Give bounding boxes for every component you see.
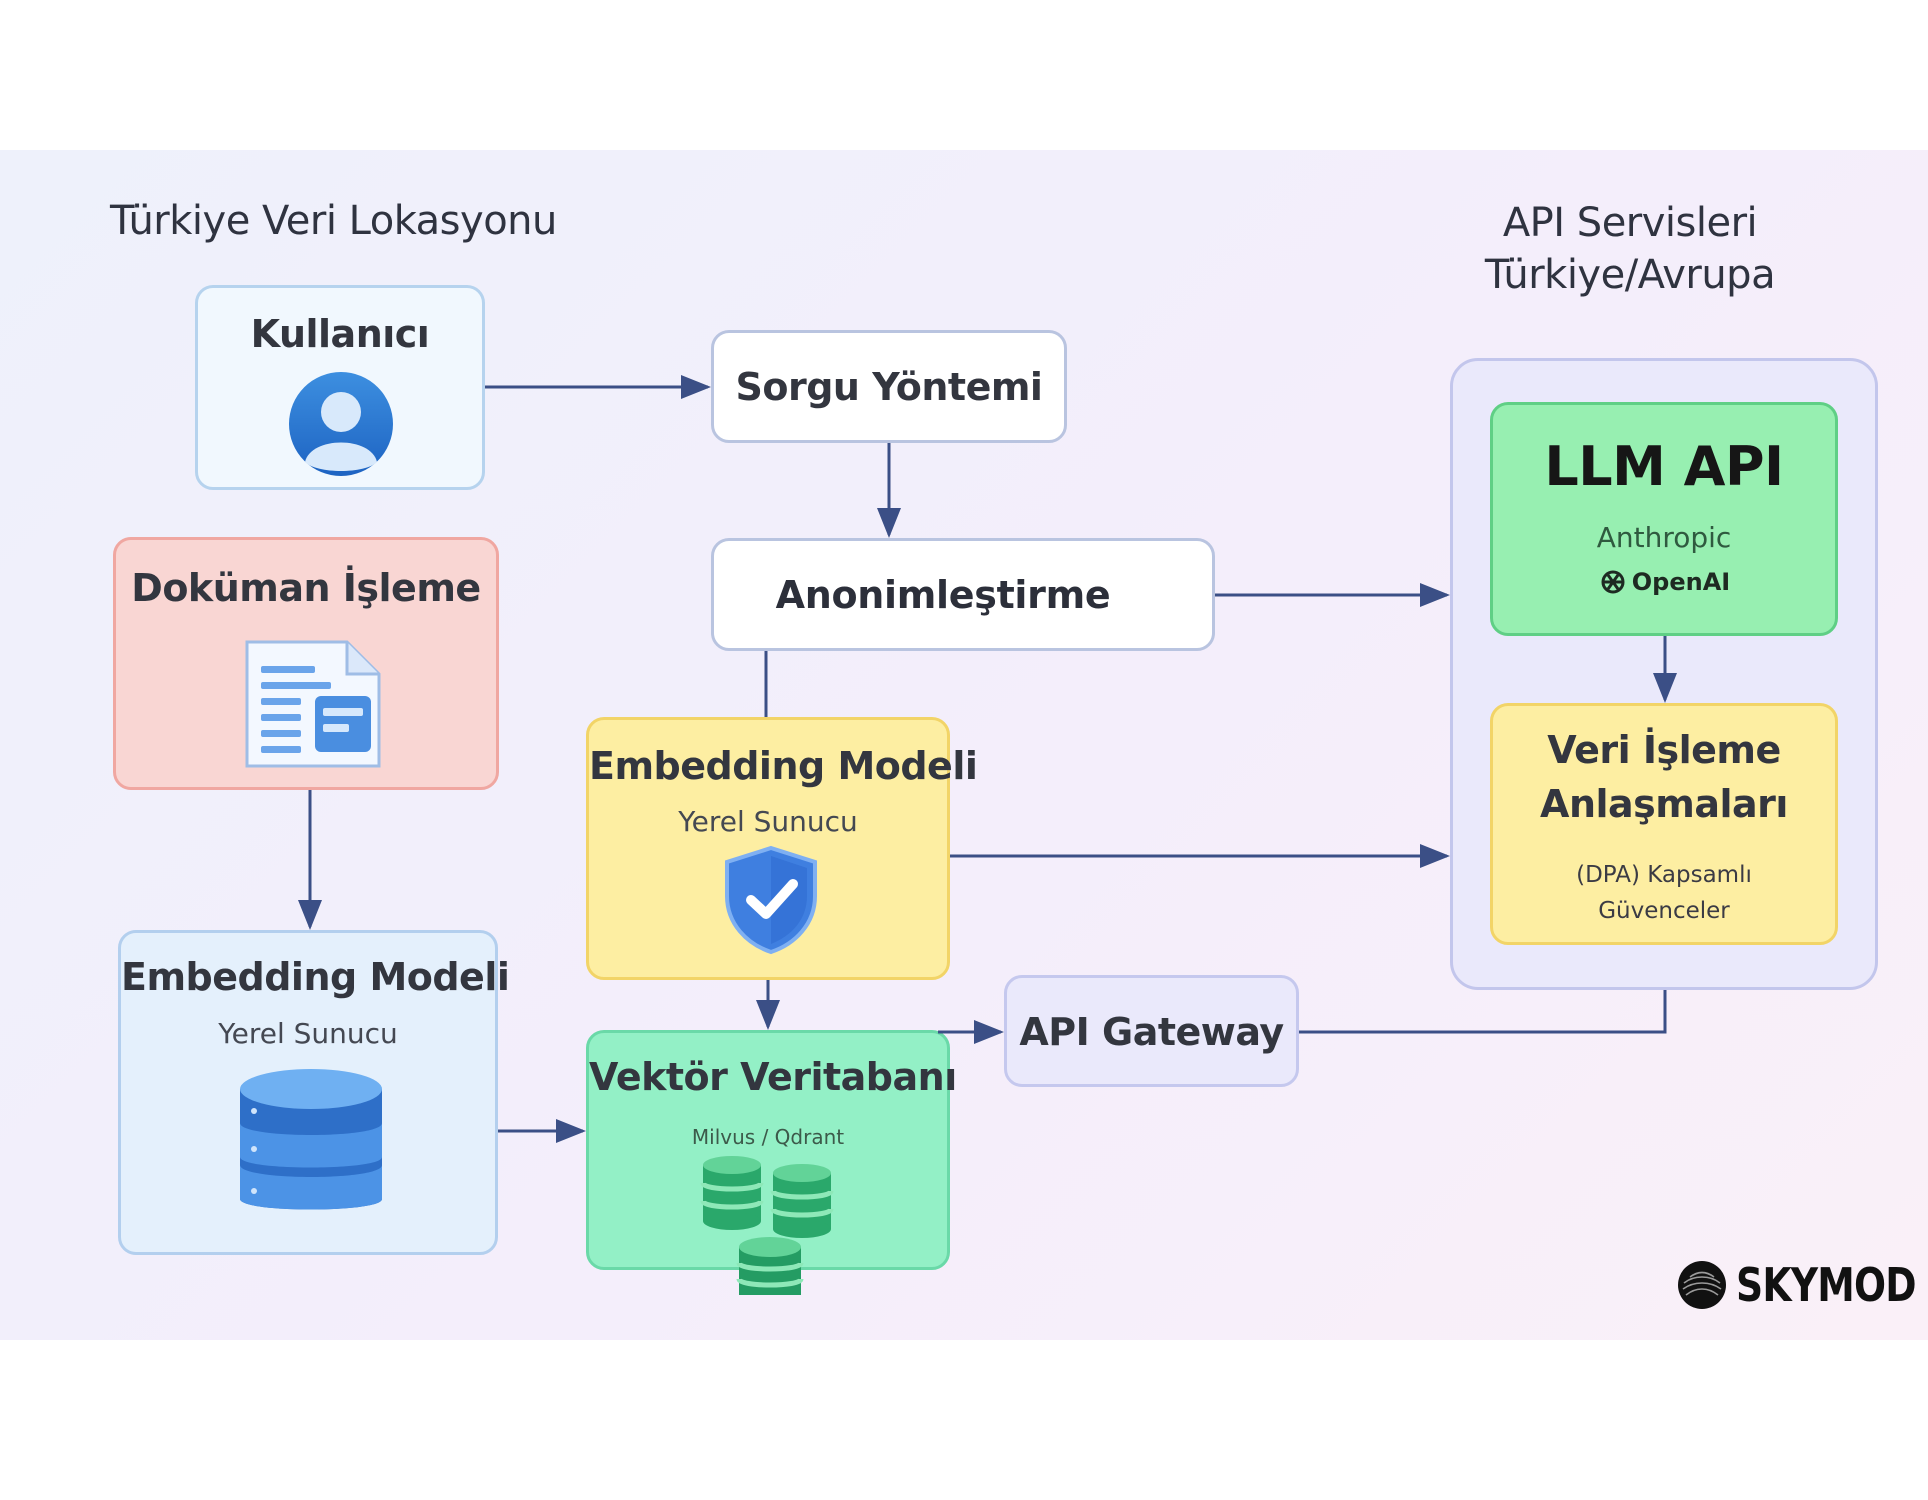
kullanici-label: Kullanıcı [250,312,430,356]
user-icon [289,372,393,476]
dpa-label-line2: Anlaşmaları [1540,782,1788,826]
vektor-label: Vektör Veritabanı [589,1055,957,1099]
anonimlestirme-node[interactable]: Anonimleştirme [711,538,1215,651]
vektor-veritabani-node[interactable]: Vektör Veritabanı Milvus / Qdrant [586,1030,957,1295]
embedding-modeli-center-node[interactable]: Embedding Modeli Yerel Sunucu [586,717,978,980]
db-stack-front [736,1237,804,1295]
embedding-left-label: Embedding Modeli [121,955,510,999]
anonimlestirme-label: Anonimleştirme [775,573,1111,617]
anthropic-label: Anthropic [1596,521,1732,554]
llm-api-node[interactable]: LLM API Anthropic OpenAI [1490,402,1838,636]
dpa-sub-line2: Güvenceler [1598,898,1730,924]
skymod-logo: SKYMOD [1676,1258,1928,1312]
openai-row: OpenAI [1493,567,1835,597]
sorgu-yontemi-label: Sorgu Yöntemi [735,365,1043,409]
embedding-center-sub: Yerel Sunucu [678,805,858,838]
shield-check-icon [725,845,817,955]
llm-api-label: LLM API [1544,435,1784,498]
openai-icon [1601,570,1625,594]
title-turkiye-avrupa: Türkiye/Avrupa [1484,252,1776,298]
api-gateway-node[interactable]: API Gateway [1004,975,1299,1087]
dokuman-isleme-label: Doküman İşleme [131,566,481,610]
db-stack-left [700,1156,764,1230]
dpa-label-line1: Veri İşleme [1547,728,1781,772]
document-icon [245,640,381,768]
openai-label: OpenAI [1631,568,1731,596]
api-gateway-label: API Gateway [1019,1010,1284,1054]
embedding-left-sub: Yerel Sunucu [218,1017,398,1050]
vektor-sub: Milvus / Qdrant [691,1125,845,1149]
skymod-logo-icon [1678,1261,1726,1309]
embedding-center-label: Embedding Modeli [589,744,978,788]
database-cluster-icon [700,1156,834,1295]
kullanici-node[interactable]: Kullanıcı [195,285,485,490]
dpa-sub-line1: (DPA) Kapsamlı [1576,862,1752,888]
line-gateway-to-api-group [1299,990,1667,1034]
embedding-modeli-left-node[interactable]: Embedding Modeli Yerel Sunucu [118,930,510,1255]
db-stack-right [770,1164,834,1238]
sorgu-yontemi-node[interactable]: Sorgu Yöntemi [711,330,1067,443]
dokuman-isleme-node[interactable]: Doküman İşleme [113,537,499,790]
skymod-logo-text: SKYMOD [1736,1258,1917,1312]
title-turkiye-veri-lokasyonu: Türkiye Veri Lokasyonu [110,198,557,244]
veri-isleme-anlasmalari-node[interactable]: Veri İşleme Anlaşmaları (DPA) Kapsamlı G… [1490,703,1838,945]
title-api-servisleri: API Servisleri [1502,200,1758,246]
database-icon [240,1069,382,1210]
